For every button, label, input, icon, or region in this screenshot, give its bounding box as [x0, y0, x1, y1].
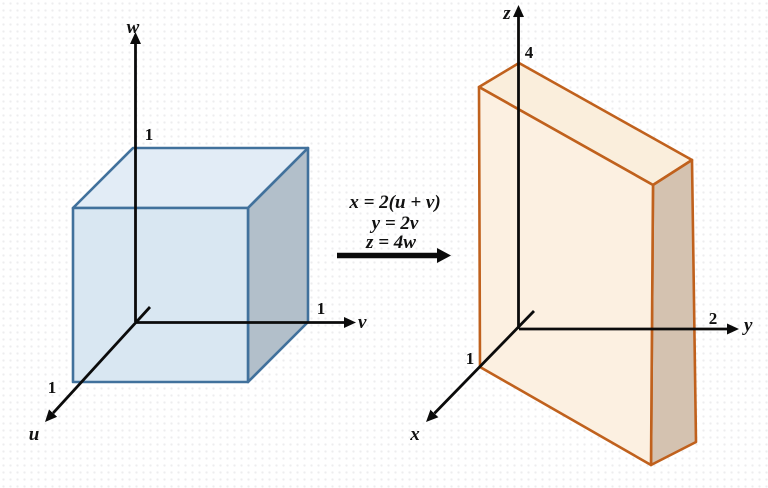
equation-y: y = 2v [370, 213, 419, 234]
x-axis-label: x [409, 424, 420, 445]
transformation-equations: x = 2(u + v) y = 2v z = 4w [337, 192, 451, 263]
equation-z: z = 4w [365, 232, 416, 253]
z-axis-label: z [502, 3, 511, 24]
v-tick-label: 1 [317, 299, 326, 318]
slab-front-face [477, 85, 655, 467]
y-tick-label: 2 [709, 309, 718, 328]
v-axis-label: v [358, 312, 367, 333]
transform-arrow [337, 248, 451, 263]
y-axis-label: y [742, 315, 753, 336]
cube-front-face [71, 206, 250, 384]
equation-x: x = 2(u + v) [348, 192, 440, 213]
x-axis [426, 310, 536, 423]
w-tick-label: 1 [145, 125, 154, 144]
u-axis [45, 306, 152, 422]
xyz-figure: z 4 y 2 x 1 [409, 3, 753, 467]
u-tick-label: 1 [48, 378, 57, 397]
uvw-figure: w 1 v 1 u 1 [29, 17, 367, 445]
w-axis-label: w [127, 17, 140, 38]
z-tick-label: 4 [525, 43, 534, 62]
slab-side-face [649, 158, 698, 467]
x-tick-label: 1 [466, 349, 475, 368]
u-axis-label: u [29, 424, 40, 445]
